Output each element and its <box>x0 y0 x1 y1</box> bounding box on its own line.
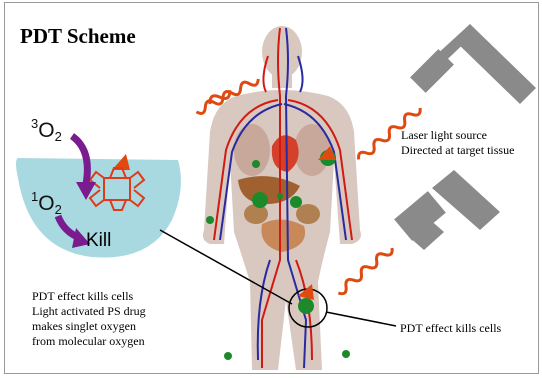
diagram-title: PDT Scheme <box>20 24 136 49</box>
kill-label: Kill <box>86 230 111 252</box>
singlet-oxygen-label: 1O2 <box>31 189 62 217</box>
triplet-oxygen-label: 3O2 <box>31 116 62 144</box>
connector-line <box>326 312 396 326</box>
pdt-effect-label: PDT effect kills cells <box>400 321 501 336</box>
laser-source-label: Laser light source Directed at target ti… <box>401 128 514 158</box>
mechanism-note: PDT effect kills cells Light activated P… <box>32 289 146 349</box>
